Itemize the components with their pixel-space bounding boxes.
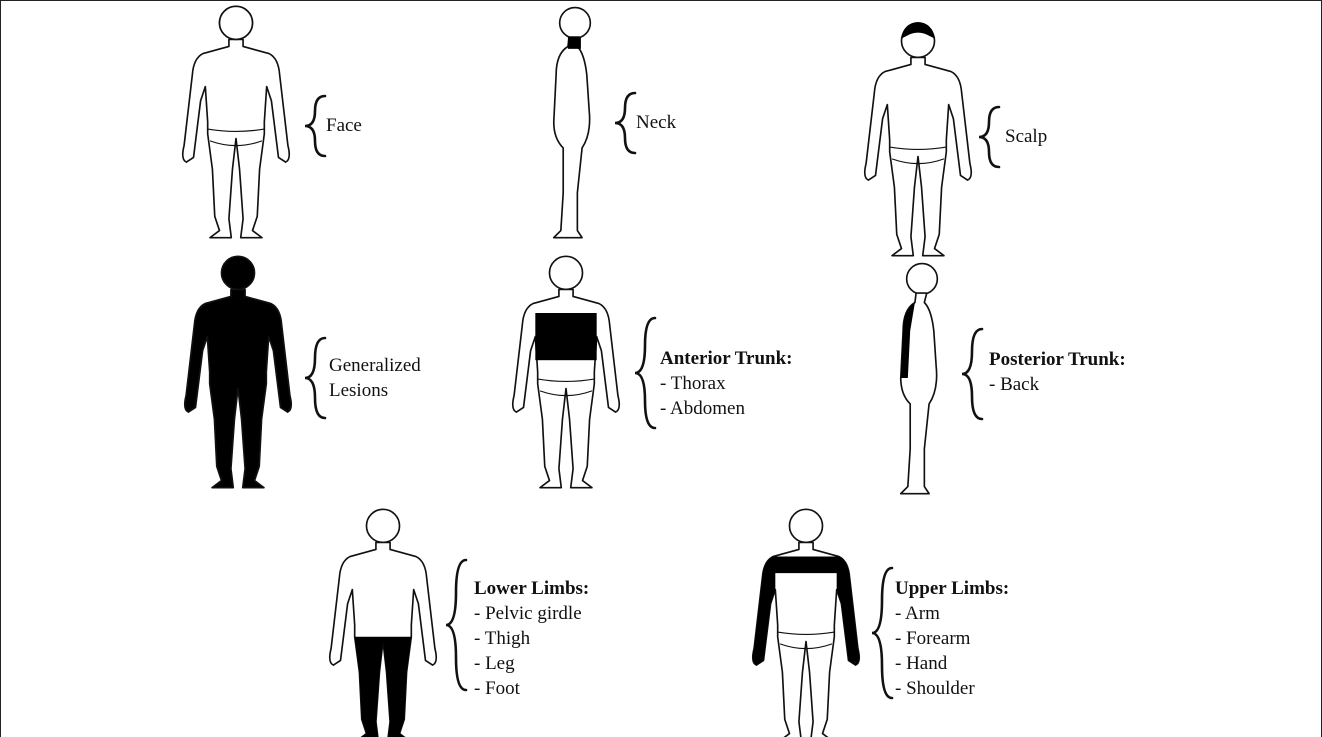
region-subitem: - Shoulder — [895, 676, 1009, 701]
label-lower-limbs: Lower Limbs:- Pelvic girdle- Thigh- Leg-… — [474, 576, 589, 701]
region-subitem: - Thigh — [474, 626, 589, 651]
brace-lower-limbs — [446, 560, 466, 690]
region-subitem: - Pelvic girdle — [474, 601, 589, 626]
region-name: Scalp — [1005, 124, 1047, 149]
region-subitem: - Foot — [474, 676, 589, 701]
region-subitem: - Thorax — [660, 371, 792, 396]
label-upper-limbs: Upper Limbs:- Arm- Forearm- Hand- Should… — [895, 576, 1009, 701]
figure-upper-limbs — [753, 509, 859, 737]
brace-anterior-trunk — [635, 318, 655, 428]
brace-face — [305, 96, 325, 156]
brace-upper-limbs — [872, 568, 892, 698]
region-name: Face — [326, 113, 362, 138]
label-anterior-trunk: Anterior Trunk:- Thorax- Abdomen — [660, 346, 792, 421]
region-title: Anterior Trunk: — [660, 346, 792, 371]
region-title: Upper Limbs: — [895, 576, 1009, 601]
figure-neck — [554, 8, 591, 238]
figure-anterior-trunk — [513, 256, 619, 487]
brace-generalized — [305, 338, 325, 418]
region-subitem: - Forearm — [895, 626, 1009, 651]
region-subitem: - Abdomen — [660, 396, 792, 421]
label-face: Face — [326, 113, 362, 138]
region-subitem: - Leg — [474, 651, 589, 676]
label-posterior-trunk: Posterior Trunk:- Back — [989, 347, 1126, 397]
region-title: Lower Limbs: — [474, 576, 589, 601]
figure-face — [183, 6, 289, 237]
figure-lower-limbs — [330, 509, 436, 737]
figure-generalized — [185, 256, 291, 487]
label-scalp: Scalp — [1005, 124, 1047, 149]
region-subitem: - Arm — [895, 601, 1009, 626]
brace-scalp — [979, 107, 999, 167]
region-subitem: - Back — [989, 372, 1126, 397]
figure-posterior-trunk — [901, 264, 938, 494]
brace-posterior-trunk — [962, 329, 982, 419]
region-name: Generalized — [329, 353, 421, 378]
region-name: Lesions — [329, 378, 421, 403]
label-neck: Neck — [636, 110, 676, 135]
region-subitem: - Hand — [895, 651, 1009, 676]
region-name: Neck — [636, 110, 676, 135]
brace-neck — [615, 93, 635, 153]
region-title: Posterior Trunk: — [989, 347, 1126, 372]
figure-scalp — [865, 22, 971, 256]
